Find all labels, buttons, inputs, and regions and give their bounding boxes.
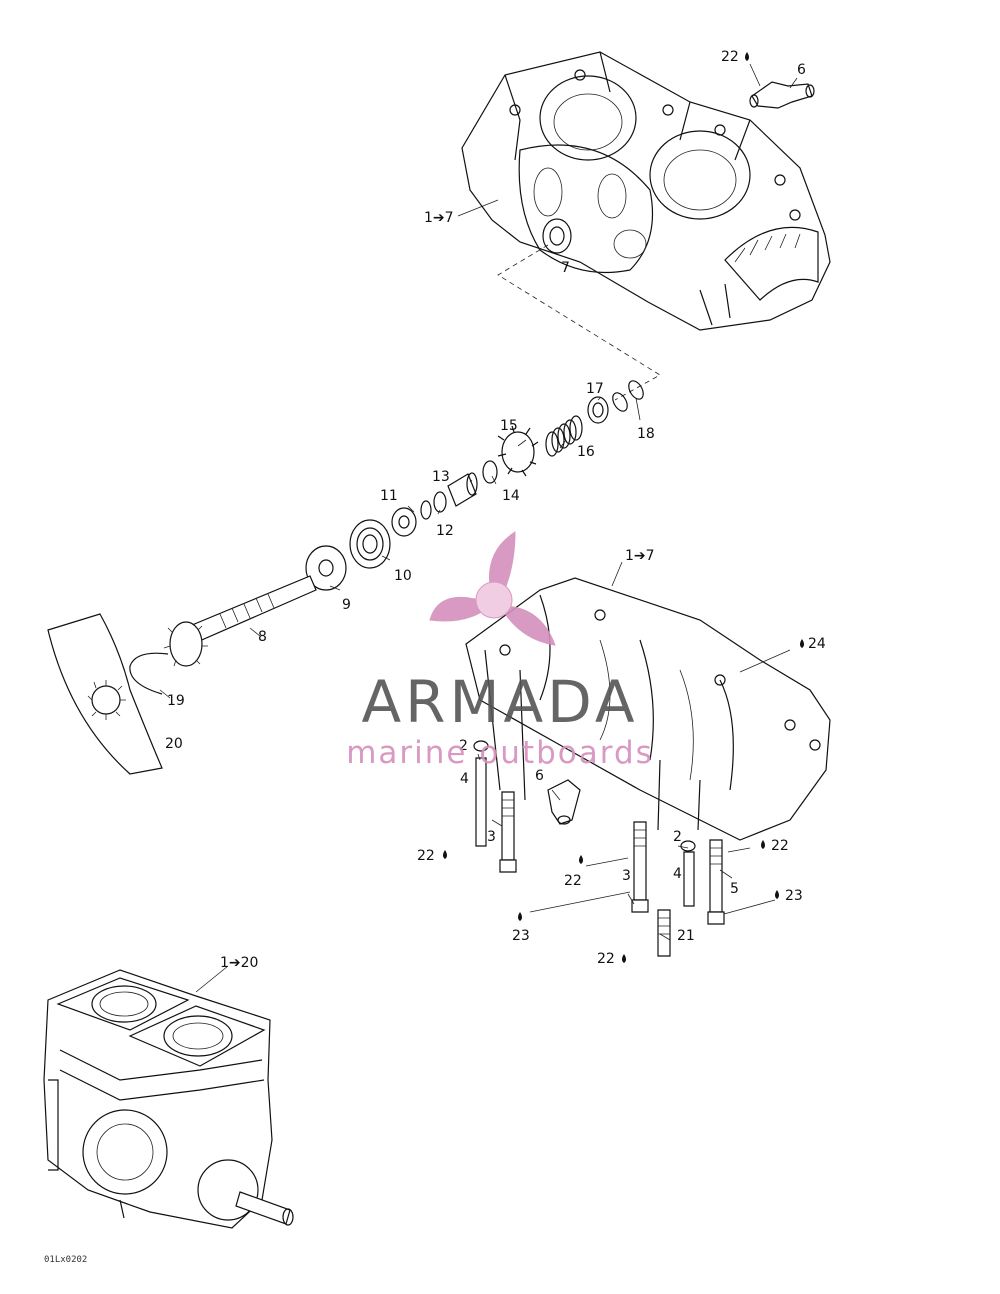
spring-part-16 [545, 415, 583, 457]
engine-block [43, 969, 294, 1229]
assembly-dash-line [497, 244, 661, 401]
watermark-brand: ARMADA [361, 668, 638, 736]
oil-drop-icon [579, 855, 583, 864]
callout-8: 8 [258, 629, 267, 645]
callout-22-right: 22 [771, 838, 789, 854]
callout-2-right: 2 [673, 829, 682, 845]
callout-6-lower: 6 [535, 768, 544, 784]
callout-3-right: 3 [622, 868, 631, 884]
shaft-part-8 [163, 575, 317, 667]
callout-4-left: 4 [460, 771, 469, 787]
callout-23-left: 23 [512, 928, 530, 944]
propeller-icon [429, 531, 556, 646]
callout-12: 12 [436, 523, 454, 539]
callout-4-right: 4 [673, 866, 682, 882]
fitting-part-6-lower [547, 779, 581, 825]
watermark-tagline: marine outboards [346, 735, 654, 771]
seal-part-7 [542, 218, 572, 254]
oil-drop-icons [443, 52, 804, 963]
callout-5: 5 [730, 881, 739, 897]
gear-part-15 [497, 425, 539, 477]
oil-drop-icon [443, 850, 447, 859]
callout-15: 15 [500, 418, 518, 434]
callout-13: 13 [432, 469, 450, 485]
callout-11: 11 [380, 488, 398, 504]
oil-drop-icon [622, 954, 626, 963]
callout-22-top: 22 [721, 49, 739, 65]
fitting-part-6-top [749, 81, 815, 109]
callout-7: 7 [561, 260, 570, 276]
shaft-assembly [47, 380, 644, 775]
callout-22-mid: 22 [564, 873, 582, 889]
callout-19: 19 [167, 693, 185, 709]
callout-6-top: 6 [797, 62, 806, 78]
callout-16: 16 [577, 444, 595, 460]
callout-labels: 22 6 1➔7 7 17 18 15 16 13 14 11 12 10 9 … [165, 49, 826, 971]
oil-drop-icon [775, 890, 779, 899]
oil-drop-icon [745, 52, 749, 61]
callout-1to7-upper: 1➔7 [424, 210, 454, 226]
upper-crankcase [461, 51, 831, 331]
oil-drop-icon [761, 840, 765, 849]
bearing-part-10 [349, 519, 391, 569]
bolts-group [473, 740, 725, 957]
callout-22-bottom: 22 [597, 951, 615, 967]
callout-3-left: 3 [487, 829, 496, 845]
callout-22-left: 22 [417, 848, 435, 864]
armada-watermark: ARMADA marine outboards [346, 531, 654, 771]
callout-1to20: 1➔20 [220, 955, 258, 971]
callout-14: 14 [502, 488, 520, 504]
callout-1to7-lower: 1➔7 [625, 548, 655, 564]
callout-20: 20 [165, 736, 183, 752]
callout-10: 10 [394, 568, 412, 584]
callout-2-left: 2 [459, 738, 468, 754]
callout-18: 18 [637, 426, 655, 442]
callout-24: 24 [808, 636, 826, 652]
callout-23-right: 23 [785, 888, 803, 904]
oil-drop-icon [518, 912, 522, 921]
disc-part-20 [47, 613, 163, 775]
callout-21: 21 [677, 928, 695, 944]
lower-crankcase [465, 577, 831, 841]
figure-code: 01Lx0202 [44, 1255, 87, 1265]
callout-9: 9 [342, 597, 351, 613]
leader-lines [159, 63, 798, 993]
oil-drop-icon [800, 639, 804, 648]
callout-17: 17 [586, 381, 604, 397]
